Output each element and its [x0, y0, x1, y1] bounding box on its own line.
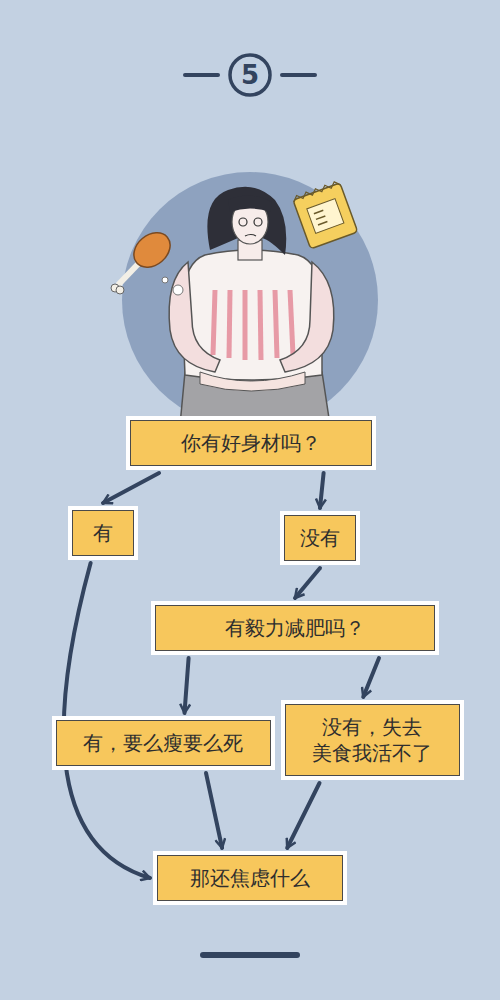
flow-box: 没有，失去 美食我活不了: [285, 704, 460, 776]
flow-box: 有: [72, 510, 134, 556]
number-ring: [230, 55, 270, 95]
fringe: [228, 195, 272, 212]
drumstick-icon: [111, 226, 177, 294]
eye: [239, 218, 247, 226]
flow-box: 没有: [284, 515, 356, 561]
flow-box: 你有好身材吗？: [130, 420, 372, 466]
callout-number: 5: [235, 60, 265, 90]
flow-arrow: [287, 783, 319, 848]
bubble: [173, 285, 183, 295]
mouth: [245, 235, 256, 237]
box-text: 有: [93, 520, 113, 546]
flow-box: 有毅力减肥吗？: [155, 605, 435, 651]
snack-bag-icon: [292, 180, 358, 249]
left-arm: [169, 262, 220, 372]
dash: [185, 73, 218, 77]
box-text: 你有好身材吗？: [181, 430, 321, 456]
stripes: [213, 290, 293, 360]
flow-arrow: [363, 658, 379, 697]
box-text: 那还焦虑什么: [190, 865, 310, 891]
box-text: 有，要么瘦要么死: [83, 730, 243, 756]
dash: [282, 73, 315, 77]
flow-arrow: [295, 568, 320, 598]
flow-arrow: [103, 473, 159, 503]
right-arm: [280, 262, 334, 372]
flow-arrow: [185, 658, 189, 713]
flow-box: 有，要么瘦要么死: [56, 720, 271, 766]
hair: [207, 187, 286, 255]
belly: [200, 372, 305, 391]
box-text: 有毅力减肥吗？: [225, 615, 365, 641]
eye: [254, 218, 262, 226]
bottom-bar: [203, 952, 297, 958]
flow-box: 那还焦虑什么: [157, 855, 343, 901]
box-text: 没有，失去 美食我活不了: [306, 714, 438, 766]
flow-arrow: [206, 773, 222, 848]
halo: [122, 172, 378, 428]
bubble: [162, 277, 168, 283]
box-text: 没有: [300, 525, 340, 551]
flow-arrow: [320, 473, 324, 508]
